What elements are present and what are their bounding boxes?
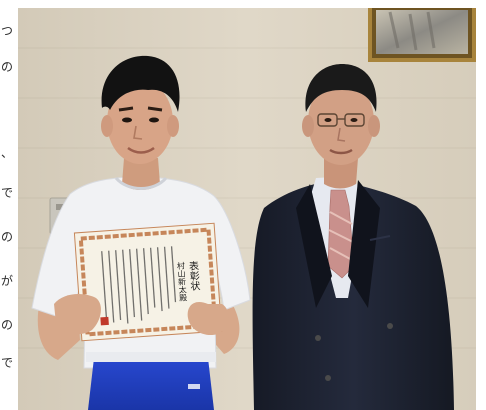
glasses-icon <box>317 113 365 127</box>
certificate-paper <box>73 222 223 342</box>
text-glyph: の <box>0 230 13 244</box>
suit-button <box>325 375 331 381</box>
photo-scene: 表彰状 村山新太殿 <box>18 8 476 410</box>
suit-button <box>315 335 321 341</box>
certificate-body-text <box>101 246 177 324</box>
certificate-border <box>78 227 218 337</box>
certificate-recipient: 村山新太殿 <box>176 260 188 303</box>
certificate-stamp <box>100 316 109 326</box>
student-hair <box>101 55 180 112</box>
student-face <box>107 80 173 164</box>
shorts-logo <box>188 384 200 389</box>
certificate: 表彰状 村山新太殿 <box>73 222 223 342</box>
award-photo: 表彰状 村山新太殿 <box>18 8 476 410</box>
student-blue-shorts <box>88 358 214 410</box>
text-glyph: つ <box>0 24 13 38</box>
text-glyph: が <box>0 274 13 288</box>
teacher-hair <box>305 64 377 112</box>
text-glyph: で <box>0 186 13 200</box>
text-glyph: で <box>0 356 13 370</box>
teacher-tie <box>327 189 355 279</box>
cropped-text-column: つ の 、 で の が の で <box>0 0 18 410</box>
suit-button <box>387 323 393 329</box>
framed-painting <box>368 8 476 62</box>
student-hands <box>54 294 229 336</box>
teacher <box>252 64 454 410</box>
text-glyph: の <box>0 318 13 332</box>
text-glyph: の <box>0 60 13 74</box>
text-glyph: 、 <box>0 146 13 160</box>
certificate-title: 表彰状 <box>186 259 200 291</box>
teacher-face <box>308 79 374 165</box>
